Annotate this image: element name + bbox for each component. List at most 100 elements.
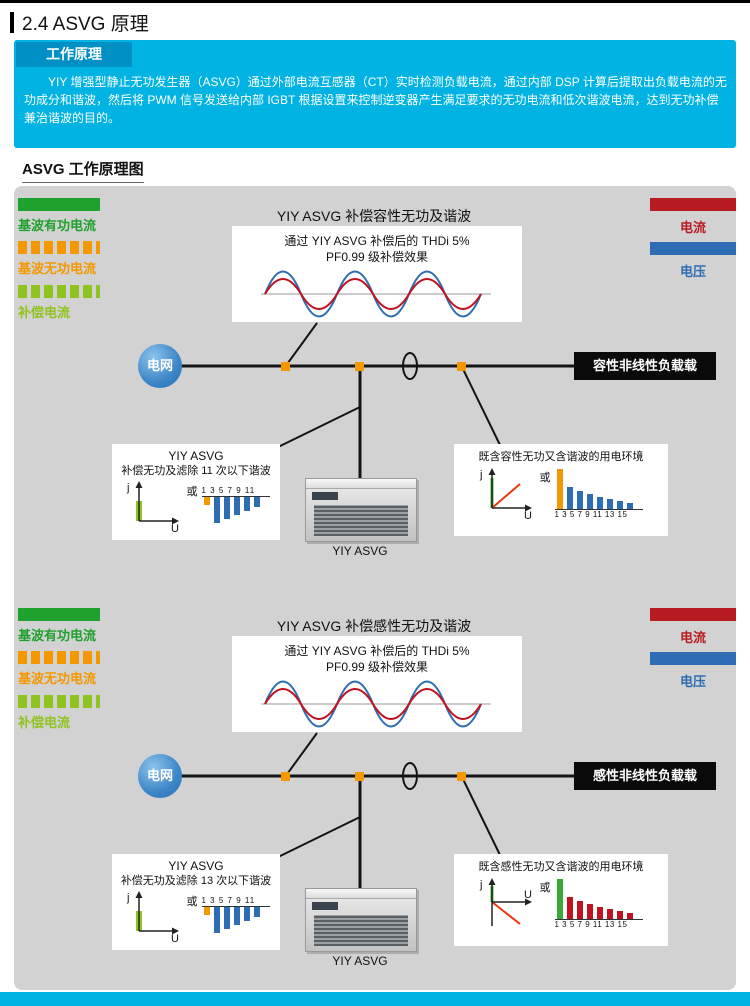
spectrum-bars — [203, 906, 270, 937]
load-tap-line — [461, 776, 501, 856]
legend-label: 电压 — [679, 264, 706, 279]
legend-label: 基波无功电流 — [18, 671, 97, 686]
harmonic-order-labels: 1 3 5 7 9 11 13 15 — [554, 920, 628, 929]
legend-label: 补偿电流 — [18, 715, 71, 730]
diagram-canvas: 基波有功电流 基波无功电流 补偿电流 电流 电压 YIY ASVG 补偿容性无功… — [14, 186, 736, 990]
legend-swatch-icon — [18, 608, 100, 621]
connection-dot — [355, 362, 364, 371]
device-label: YIY ASVG — [332, 954, 388, 968]
asvg-device-image — [305, 888, 417, 952]
comp-box-subtitle: 补偿无功及滤除 13 次以下谐波 — [120, 875, 272, 887]
or-label: 或 — [539, 472, 551, 484]
legend-swatch-icon — [18, 285, 100, 298]
env-box-content: j U 或 1 3 5 7 9 11 13 15 — [454, 465, 668, 520]
axis-j-label: j — [479, 879, 482, 891]
grid-node: 电网 — [138, 344, 182, 388]
legend-item-compensation-current: 补偿电流 — [18, 695, 114, 731]
load-tap-line — [461, 366, 501, 446]
footer-accent-bar — [0, 992, 750, 1006]
load-environment-panel: 既含容性无功又含谐波的用电环境 j U 或 — [454, 444, 668, 536]
working-principle-tab: 工作原理 — [16, 42, 132, 67]
axis-u-label: U — [171, 523, 179, 533]
legend-swatch-icon — [650, 608, 736, 621]
wave-caption-line1: 通过 YIY ASVG 补偿后的 THDi 5% — [284, 234, 470, 248]
diagram-section-inductive: 基波有功电流 基波无功电流 补偿电流 电流 电压 YIY ASVG 补偿感性无功… — [14, 596, 736, 986]
page-title-row: 2.4 ASVG 原理 — [10, 9, 149, 36]
harmonic-spectrum-chart: 1 3 5 7 9 11 13 15 — [554, 875, 647, 930]
load-environment-panel: 既含感性无功又含谐波的用电环境 j U 或 — [454, 854, 668, 946]
legend-item-voltage: 电压 — [650, 652, 736, 690]
spectrum-bars — [203, 496, 270, 527]
spectrum-bars — [556, 465, 647, 509]
comp-box-subtitle: 补偿无功及滤除 11 次以下谐波 — [121, 465, 271, 477]
section-heading: YIY ASVG 补偿感性无功及谐波 — [276, 618, 472, 634]
wave-caption-line2: PF0.99 级补偿效果 — [325, 250, 429, 264]
legend-label: 电流 — [679, 220, 706, 235]
legend-swatch-icon — [18, 651, 100, 664]
comp-box-content: j U 或 1 3 5 7 9 11 — [112, 889, 280, 943]
env-box-content: j U 或 1 3 5 7 9 11 13 15 — [454, 875, 668, 930]
device-top-panel — [306, 889, 416, 899]
or-label: 或 — [539, 882, 551, 894]
axis-j-label: j — [126, 482, 129, 494]
diagram-section-capacitive: 基波有功电流 基波无功电流 补偿电流 电流 电压 YIY ASVG 补偿容性无功… — [14, 186, 736, 576]
top-rule — [0, 0, 750, 3]
device-display — [312, 492, 338, 500]
legend-label: 基波有功电流 — [18, 628, 97, 643]
harmonic-spectrum-chart: 1 3 5 7 9 11 — [201, 486, 270, 527]
legend-label: 基波有功电流 — [18, 218, 97, 233]
comp-tap-line — [273, 816, 361, 860]
legend-item-current: 电流 — [650, 608, 736, 646]
axis-j-label: j — [126, 892, 129, 904]
connection-dot — [281, 772, 290, 781]
grid-node: 电网 — [138, 754, 182, 798]
spectrum-bars — [556, 875, 647, 919]
connection-dot — [281, 362, 290, 371]
env-box-title: 既含感性无功又含谐波的用电环境 — [478, 861, 644, 873]
legend-label: 电流 — [679, 630, 706, 645]
compensation-result-panel: 通过 YIY ASVG 补偿后的 THDi 5% PF0.99 级补偿效果 — [232, 636, 522, 732]
compensation-result-panel: 通过 YIY ASVG 补偿后的 THDi 5% PF0.99 级补偿效果 — [232, 226, 522, 322]
section-heading: YIY ASVG 补偿容性无功及谐波 — [276, 208, 472, 224]
comp-tap-line — [273, 406, 361, 450]
device-display — [312, 902, 338, 910]
connection-dot — [355, 772, 364, 781]
sine-wave-graphic — [261, 270, 491, 318]
harmonic-order-labels: 1 3 5 7 9 11 13 15 — [554, 510, 628, 519]
phasor-axis-icon: j U — [126, 481, 179, 533]
legend-item-fundamental-reactive: 基波无功电流 — [18, 651, 114, 687]
circuit-lines-graphic — [180, 322, 576, 480]
ct-sensor-icon — [402, 352, 418, 380]
axis-j-label: j — [479, 469, 482, 481]
phasor-axis-icon: j U — [479, 877, 532, 926]
title-accent-bar — [10, 12, 14, 33]
phasor-axis-icon: j U — [479, 467, 532, 520]
working-principle-panel: 工作原理 YIY 增强型静止无功发生器（ASVG）通过外部电流互感器（CT）实时… — [14, 40, 736, 148]
compensation-spectrum-panel: YIY ASVG 补偿无功及滤除 13 次以下谐波 j U 或 1 3 5 7 — [112, 854, 280, 950]
axis-u-label: U — [171, 933, 179, 943]
sine-wave-graphic — [261, 680, 491, 728]
phasor-axis-icon: j U — [126, 891, 179, 943]
wave-caption-line2: PF0.99 级补偿效果 — [325, 660, 429, 674]
load-box: 容性非线性负载载 — [574, 352, 716, 380]
device-label: YIY ASVG — [332, 544, 388, 558]
device-grille — [314, 915, 408, 946]
legend-label: 电压 — [679, 674, 706, 689]
harmonic-order-labels: 1 3 5 7 9 11 — [201, 895, 256, 905]
legend-label: 补偿电流 — [18, 305, 71, 320]
env-box-title: 既含容性无功又含谐波的用电环境 — [478, 451, 644, 463]
legend-swatch-icon — [650, 198, 736, 211]
legend-swatch-icon — [18, 241, 100, 254]
legend-item-compensation-current: 补偿电流 — [18, 285, 114, 321]
page-title: 2.4 ASVG 原理 — [22, 14, 149, 35]
device-grille — [314, 505, 408, 536]
or-label: 或 — [186, 486, 198, 498]
axis-u-label: U — [524, 889, 532, 901]
wave-caption-line1: 通过 YIY ASVG 补偿后的 THDi 5% — [284, 644, 470, 658]
legend-item-fundamental-reactive: 基波无功电流 — [18, 241, 114, 277]
load-box: 感性非线性负载载 — [574, 762, 716, 790]
working-principle-text: YIY 增强型静止无功发生器（ASVG）通过外部电流互感器（CT）实时检测负载电… — [24, 75, 727, 125]
circuit-lines-graphic — [180, 732, 576, 890]
wave-tap-line — [284, 322, 318, 368]
